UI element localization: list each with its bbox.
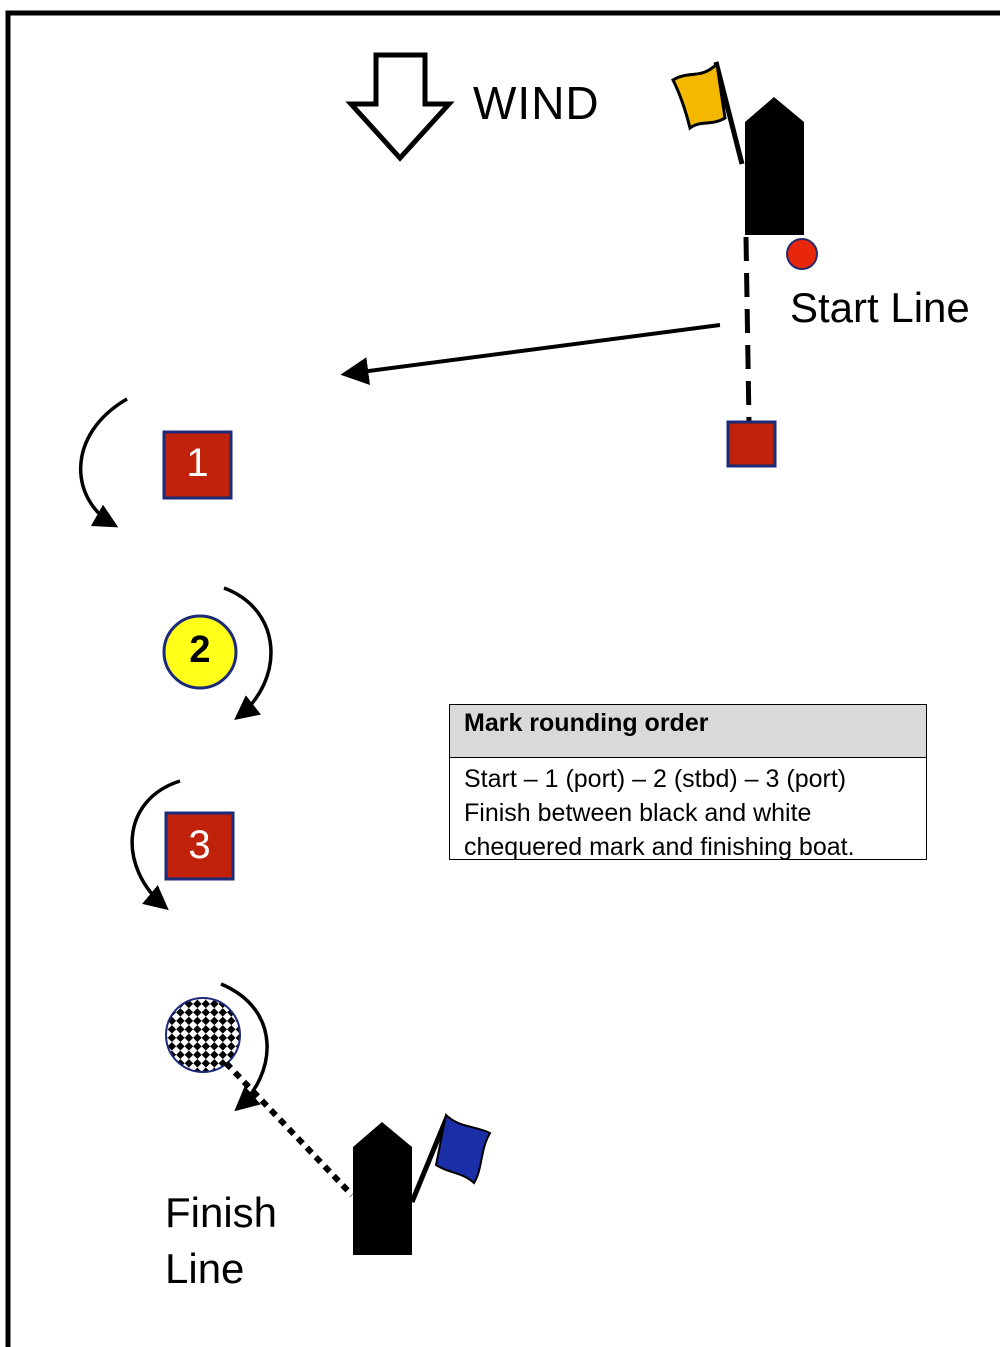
finish-label-line1: Finish xyxy=(165,1189,278,1236)
rounding-order-box: Mark rounding order Start – 1 (port) – 2… xyxy=(449,704,927,861)
mark-1 xyxy=(162,430,233,500)
flag-icon xyxy=(671,60,745,165)
rounding-arrow-icon xyxy=(130,779,181,911)
mark-3 xyxy=(164,811,235,881)
rounding-arrow-icon xyxy=(79,397,128,528)
start-line-label: Start Line xyxy=(790,284,970,331)
wind-arrow-icon xyxy=(345,52,455,162)
rounding-arrow-icon xyxy=(223,586,273,721)
start-flag xyxy=(671,60,727,131)
mark-2-number: 2 xyxy=(189,629,211,671)
rounding-order-text: Start – 1 (port) – 2 (stbd) – 3 (port) F… xyxy=(450,758,926,868)
chequered-mark-icon xyxy=(165,997,241,1073)
rounding-order-line: Finish between black and white xyxy=(464,799,812,827)
rounding-arrow-icon xyxy=(220,982,269,1112)
wind-label: WIND xyxy=(473,77,600,129)
diagram-frame xyxy=(5,10,1000,1347)
mark-2 xyxy=(162,614,238,690)
rounding-order-line: Start – 1 (port) – 2 (stbd) – 3 (port) xyxy=(464,765,847,793)
finish-flag xyxy=(434,1113,492,1185)
committee-boat-icon xyxy=(353,1122,412,1255)
rounding-order-line: chequered mark and finishing boat. xyxy=(464,833,855,861)
mark-1-number: 1 xyxy=(186,441,209,485)
flag-icon xyxy=(409,1113,492,1203)
committee-boat-icon xyxy=(745,97,804,235)
start-pin-buoy xyxy=(786,238,818,270)
finish-line xyxy=(223,1060,355,1198)
finish-label-line2: Line xyxy=(165,1245,245,1292)
finish-line-label: Finish Line xyxy=(165,1185,277,1297)
rounding-order-title: Mark rounding order xyxy=(450,705,926,758)
course-arrow xyxy=(340,323,721,385)
mark-3-number: 3 xyxy=(188,823,211,867)
start-mark xyxy=(726,420,777,468)
start-line xyxy=(743,236,752,424)
